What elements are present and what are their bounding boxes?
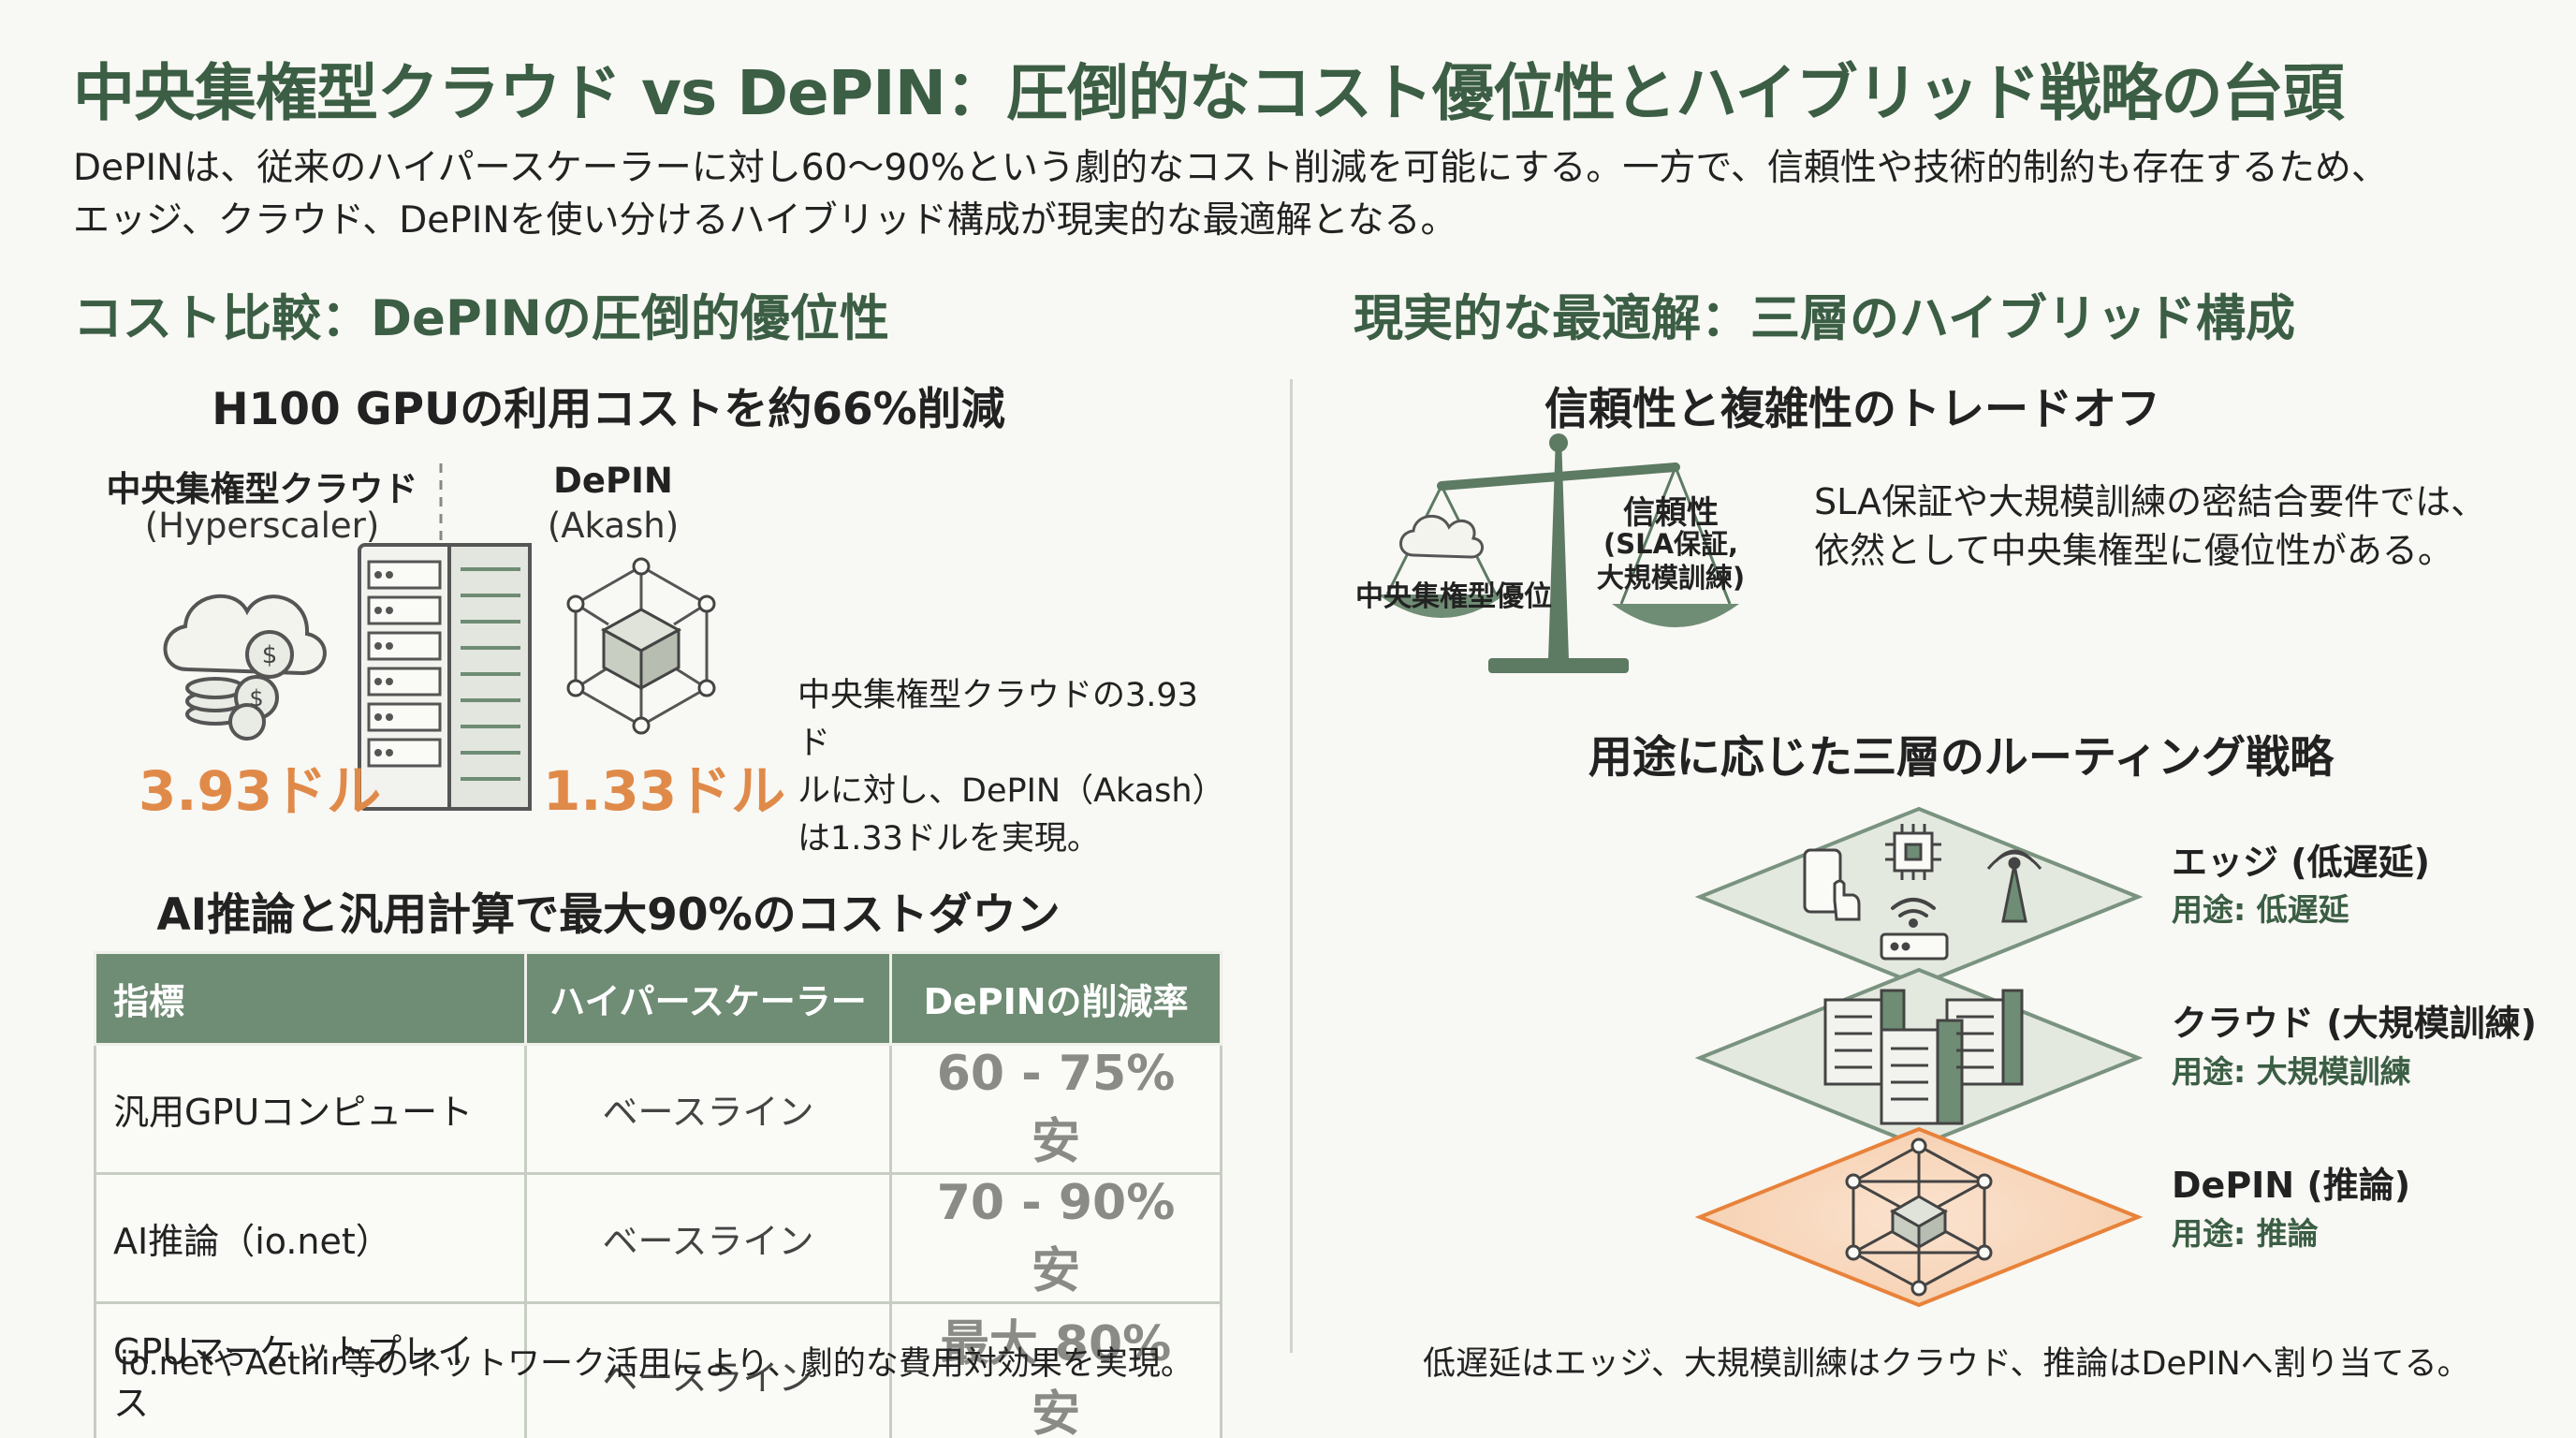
table-row: AI推論（io.net） ベースライン 70 - 90% 安 (94, 1172, 1222, 1304)
edge-layer-diagram (1694, 806, 2144, 988)
router-icon (1880, 932, 1949, 961)
table-cell-baseline: ベースライン (524, 1172, 892, 1304)
h100-note-line-1: 中央集権型クラウドの3.93ド (798, 677, 1198, 762)
network-cube-icon (566, 557, 716, 735)
table-cell-rate: 最大 80% 安 (889, 1301, 1222, 1438)
intro-text: DePINは、従来のハイパースケーラーに対し60〜90%という劇的なコスト削減を… (73, 142, 2525, 247)
table-header-depin-rate: DePINの削減率 (889, 951, 1222, 1046)
table-row: 汎用GPUコンピュート ベースライン 60 - 75% 安 (94, 1043, 1222, 1175)
depin-layer-diagram (1694, 1126, 2144, 1308)
h100-note-line-2: ルに対し、DePIN（Akash） (798, 772, 1225, 810)
layer-depin-title: DePIN (推論) (2172, 1165, 2411, 1206)
table-heading: AI推論と汎用計算で最大90%のコストダウン (156, 889, 1061, 941)
h100-note: 中央集権型クラウドの3.93ド ルに対し、DePIN（Akash） は1.33ド… (798, 672, 1228, 863)
routing-footnote: 低遅延はエッジ、大規模訓練はクラウド、推論はDePINへ割り当てる。 (1423, 1345, 2470, 1383)
antenna-icon (1986, 849, 2042, 923)
intro-line-1: DePINは、従来のハイパースケーラーに対し60〜90%という劇的なコスト削減を… (73, 147, 2388, 189)
table-cell-rate: 70 - 90% 安 (889, 1172, 1222, 1304)
table-cell-metric: AI推論（io.net） (94, 1172, 527, 1304)
central-cloud-label: 中央集権型クラウド (106, 469, 418, 509)
layer-cloud-title: クラウド (大規模訓練) (2172, 1003, 2537, 1044)
tradeoff-text-line-2: 依然として中央集権型に優位性がある。 (1814, 530, 2453, 571)
left-section-heading: コスト比較：DePINの圧倒的優位性 (73, 290, 889, 347)
cloud-layer-diagram (1694, 967, 2144, 1149)
table-header-metric: 指標 (94, 951, 527, 1046)
table-header-hyperscaler: ハイパースケーラー (524, 951, 892, 1046)
central-cloud-price: 3.93ドル (139, 759, 382, 823)
table-cell-metric: GPUマーケットプレイス (94, 1301, 527, 1438)
table-footnote: io.netやAethir等のネットワーク活用により、劇的な費用対効果を実現。 (120, 1345, 1193, 1383)
depin-sublabel: (Akash) (547, 506, 680, 546)
h100-heading: H100 GPUの利用コストを約66%削減 (212, 384, 1005, 435)
layer-edge-usage: 用途: 低遅延 (2172, 891, 2349, 928)
intro-line-2: エッジ、クラウド、DePINを使い分けるハイブリッド構成が現実的な最適解となる。 (73, 199, 1457, 242)
layer-edge-title: エッジ (低遅延) (2172, 842, 2430, 883)
table-cell-metric: 汎用GPUコンピュート (94, 1043, 527, 1175)
right-section-heading: 現実的な最適解：三層のハイブリッド構成 (1354, 290, 2295, 347)
chip-icon (1885, 824, 1941, 880)
table-cell-baseline: ベースライン (524, 1043, 892, 1175)
cost-comparison-table: 指標 ハイパースケーラー DePINの削減率 汎用GPUコンピュート ベースライ… (94, 951, 1222, 1438)
scale-left-label: 中央集権型優位 (1355, 580, 1552, 613)
central-cloud-sublabel: (Hyperscaler) (144, 506, 380, 546)
table-row: GPUマーケットプレイス ベースライン 最大 80% 安 (94, 1301, 1222, 1438)
h100-note-line-3: は1.33ドルを実現。 (798, 820, 1100, 858)
smartphone-icon (1803, 848, 1861, 921)
page-title: 中央集権型クラウド vs DePIN：圧倒的なコスト優位性とハイブリッド戦略の台… (73, 57, 2345, 129)
server-cluster-icon (1823, 989, 2024, 1125)
cloud-coin-icon: $ $ (163, 594, 327, 741)
scale-right-sub-line-2: 大規模訓練) (1596, 562, 1746, 594)
scale-right-title: 信頼性 (1623, 494, 1719, 532)
layer-depin-usage: 用途: 推論 (2172, 1215, 2319, 1252)
layer-cloud-usage: 用途: 大規模訓練 (2172, 1053, 2411, 1090)
scale-right-sub: (SLA保証, 大規模訓練) (1591, 527, 1750, 594)
server-rack-icon (358, 543, 532, 811)
svg-text:$: $ (249, 685, 263, 712)
svg-text:$: $ (262, 641, 278, 669)
depin-price: 1.33ドル (543, 759, 786, 823)
routing-heading: 用途に応じた三層のルーティング戦略 (1588, 732, 2334, 784)
table-cell-rate: 60 - 75% 安 (889, 1043, 1222, 1175)
depin-label: DePIN (553, 461, 673, 501)
tradeoff-heading: 信頼性と複雑性のトレードオフ (1544, 384, 2160, 435)
column-divider (1290, 379, 1293, 1353)
scale-right-sub-line-1: (SLA保証, (1603, 528, 1739, 560)
tradeoff-text: SLA保証や大規模訓練の密結合要件では、 依然として中央集権型に優位性がある。 (1814, 477, 2486, 575)
table-header-row: 指標 ハイパースケーラー DePINの削減率 (94, 951, 1222, 1046)
wifi-icon (1891, 898, 1936, 928)
table-cell-baseline: ベースライン (524, 1301, 892, 1438)
tradeoff-text-line-1: SLA保証や大規模訓練の密結合要件では、 (1814, 481, 2487, 522)
balance-scale-icon (1378, 433, 1739, 673)
